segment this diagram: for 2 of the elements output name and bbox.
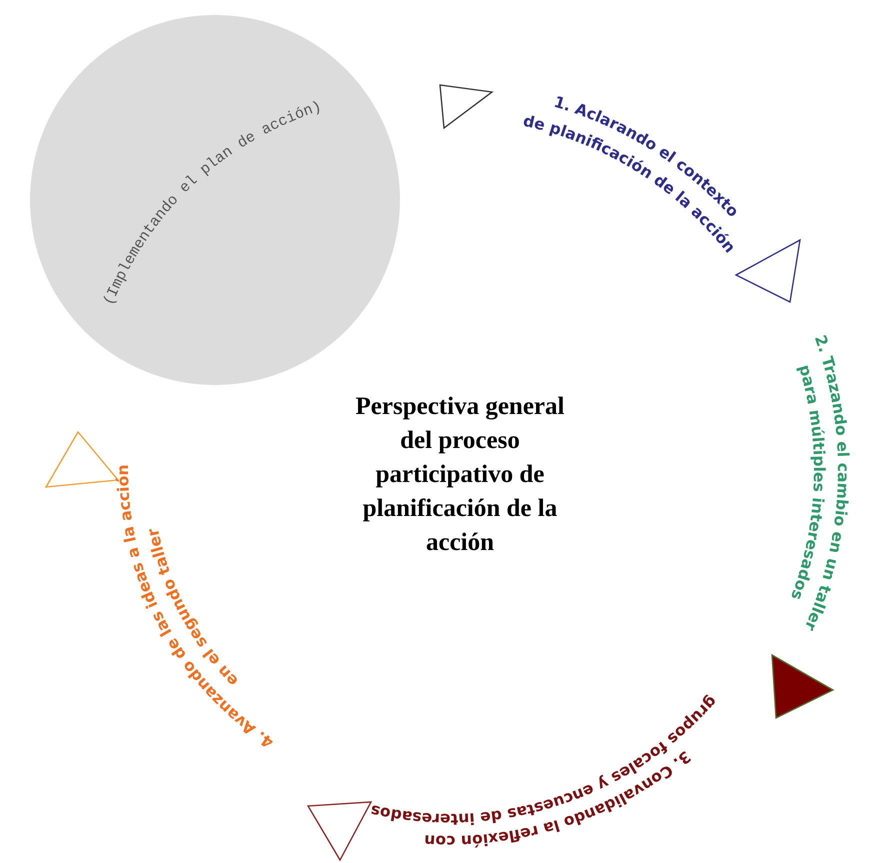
diagram-title: Perspectiva general del proceso participativo de planificación de la acción bbox=[354, 392, 566, 558]
circle-node bbox=[30, 15, 400, 385]
